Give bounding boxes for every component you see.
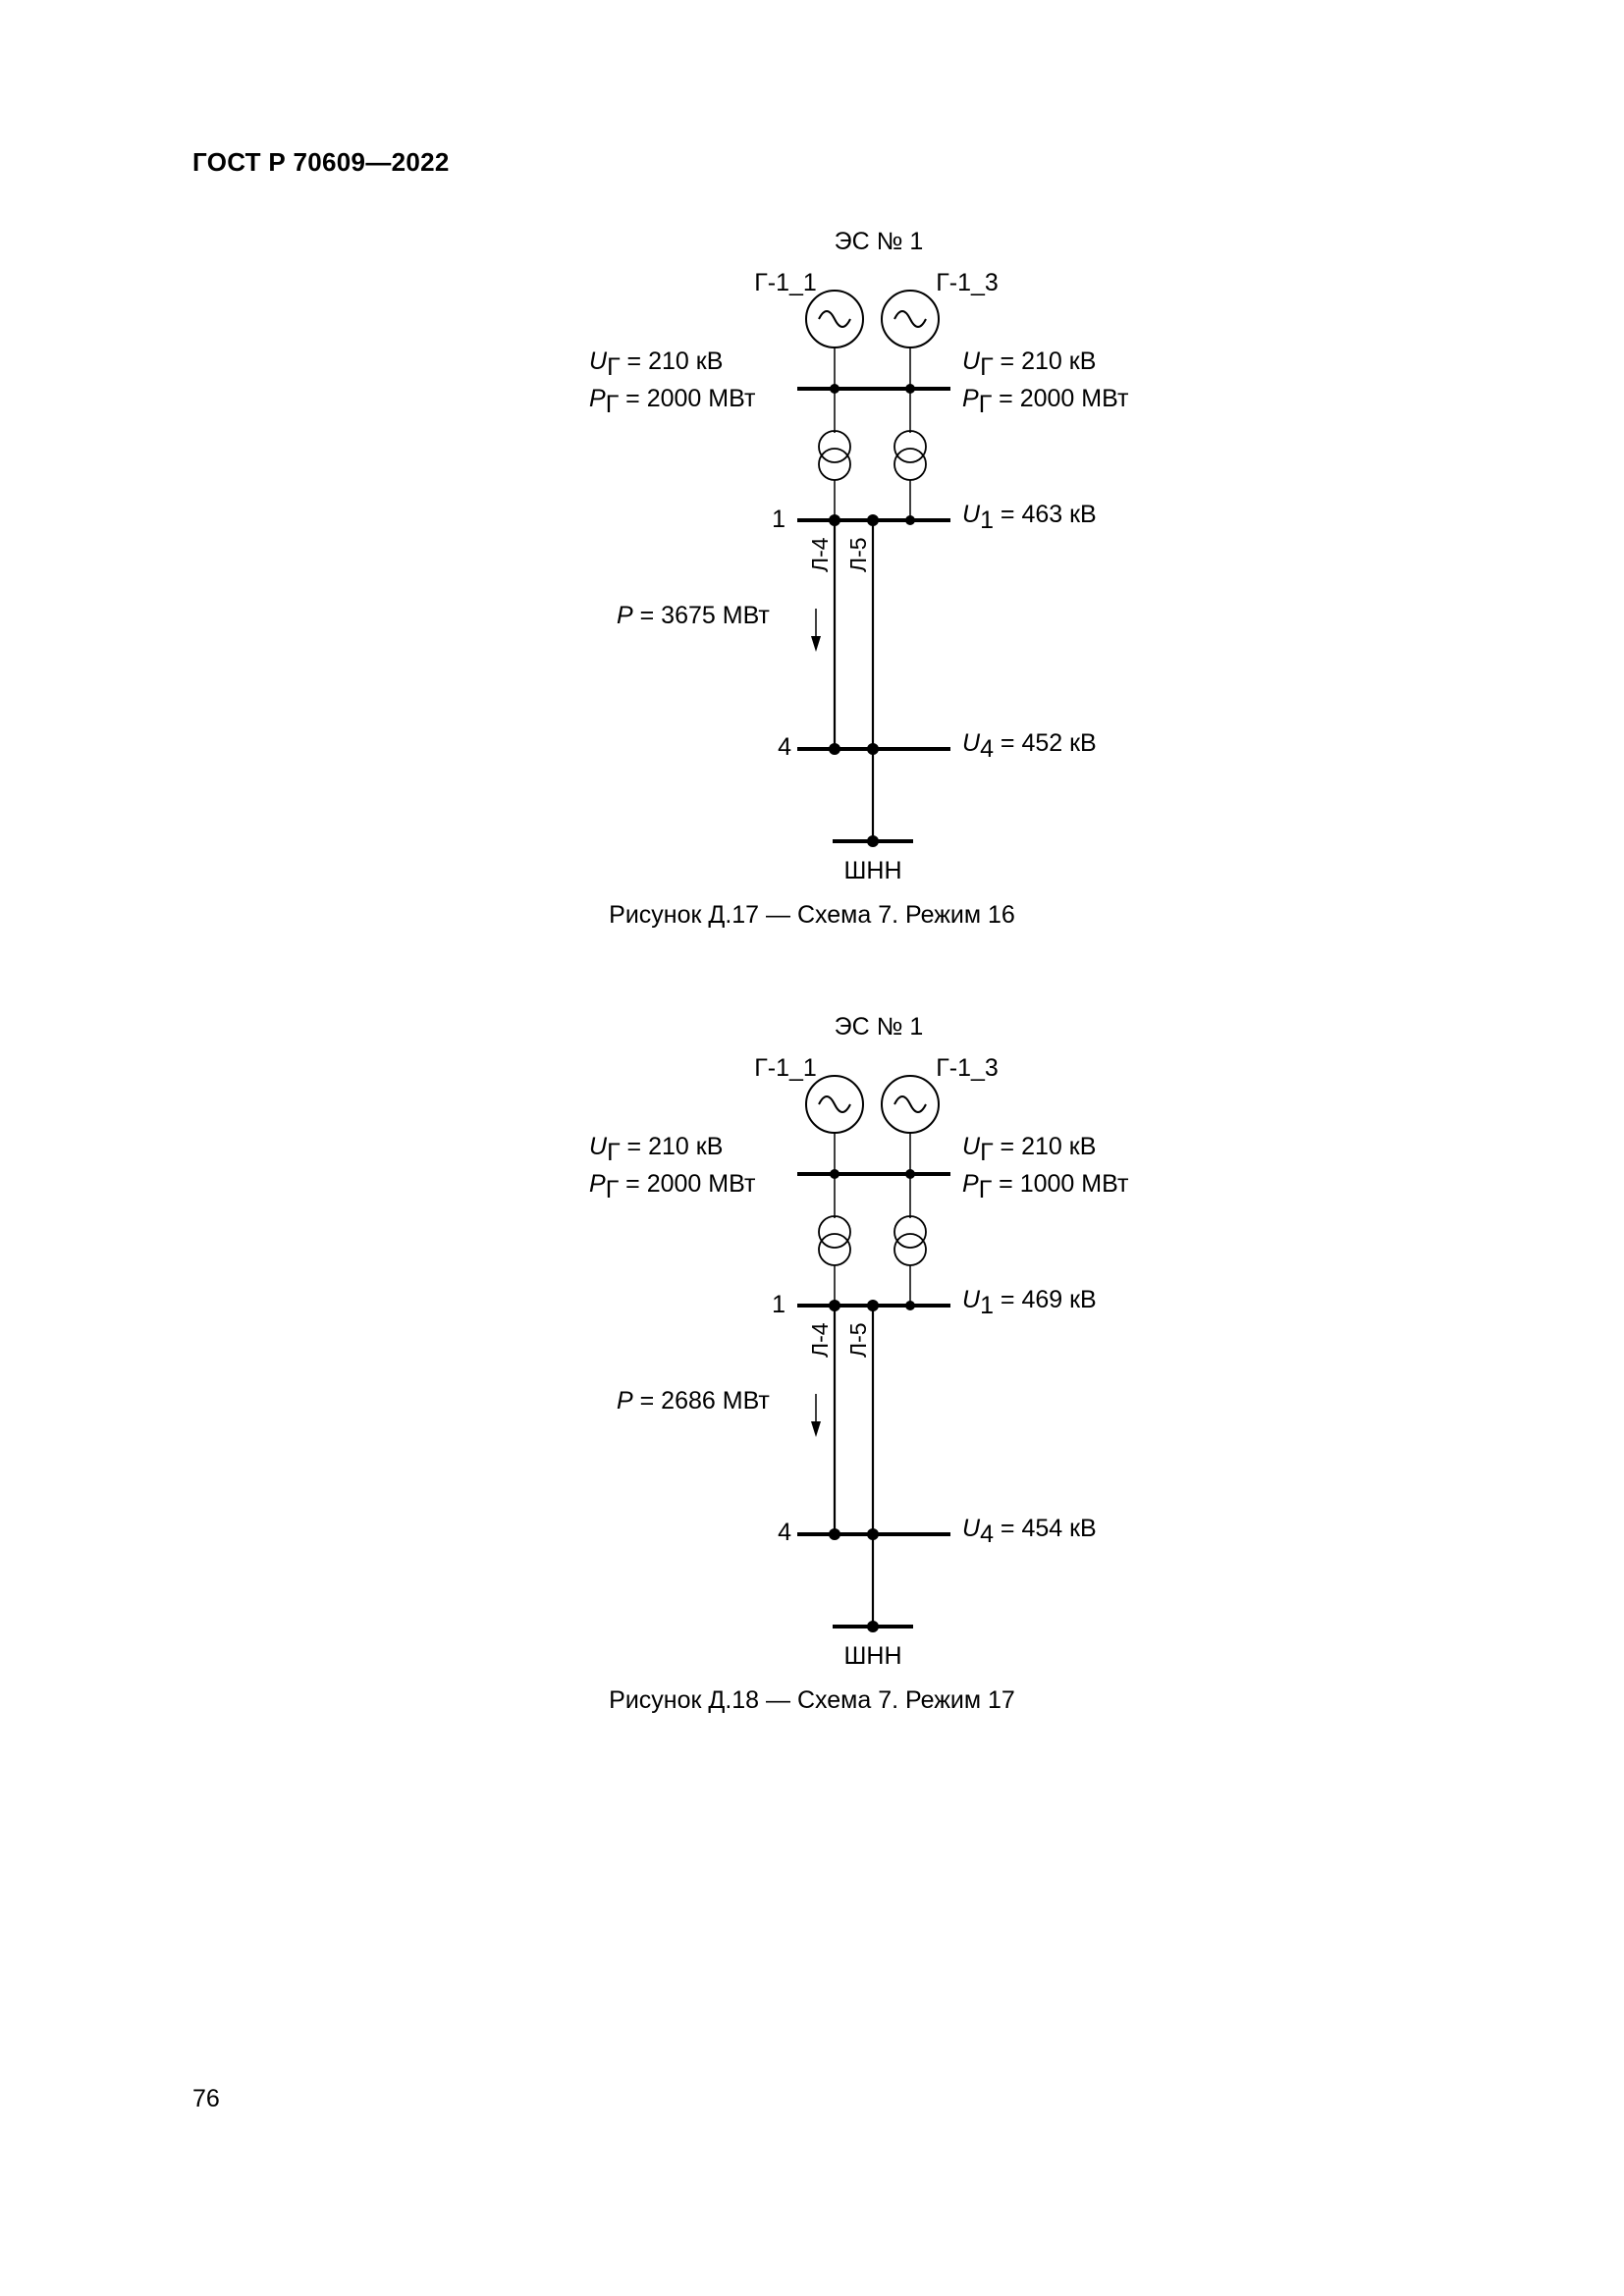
node-4-label: 4 (778, 733, 791, 761)
low-voltage-bus-label: ШНН (843, 857, 901, 884)
node-1-label: 1 (772, 506, 785, 533)
figure-d18: ЭС № 1 Г-1_1 Г-1_3 UГ = 210 кВ PГ = 2000… (0, 785, 1624, 1548)
left-generator-voltage: UГ = 210 кВ (589, 1133, 723, 1166)
left-generator-voltage: UГ = 210 кВ (589, 347, 723, 381)
right-generator-power: PГ = 1000 МВт (962, 1170, 1129, 1203)
generator-icon-right (881, 1075, 940, 1134)
node-1-voltage: U1 = 469 кВ (962, 1286, 1097, 1319)
generator-icon-left (805, 290, 864, 348)
left-generator-power: PГ = 2000 МВт (589, 385, 756, 418)
right-generator-voltage: UГ = 210 кВ (962, 1133, 1096, 1166)
line-l4-label: Л-4 (807, 1322, 833, 1358)
transformer-icon-left (818, 430, 851, 481)
power-flow-arrow-icon (811, 1394, 821, 1437)
node-1-voltage: U1 = 463 кВ (962, 501, 1097, 534)
power-flow-label: P = 3675 МВт (617, 602, 770, 629)
scheme-diagram-lower: ШНН (833, 746, 913, 884)
node-4-voltage: U4 = 452 кВ (962, 729, 1097, 763)
node-1-label: 1 (772, 1291, 785, 1318)
left-generator-power: PГ = 2000 МВт (589, 1170, 756, 1203)
figure-caption: Рисунок Д.17 — Схема 7. Режим 16 (609, 901, 1015, 929)
generator-label-left: Г-1_1 (754, 1054, 817, 1082)
node-4-label: 4 (778, 1519, 791, 1546)
transformer-icon-right (893, 1215, 927, 1266)
line-l5-label: Л-5 (845, 537, 871, 572)
generator-icon-right (881, 290, 940, 348)
generator-label-right: Г-1_3 (936, 269, 999, 296)
station-label: ЭС № 1 (835, 1013, 924, 1041)
scheme-diagram: ЭС № 1 Г-1_1 Г-1_3 UГ = 210 кВ PГ = 2000… (589, 228, 1129, 763)
station-label: ЭС № 1 (835, 228, 924, 255)
transformer-icon-right (893, 430, 927, 481)
power-flow-arrow-icon (811, 609, 821, 652)
generator-label-left: Г-1_1 (754, 269, 817, 296)
scheme-diagram: ЭС № 1 Г-1_1 Г-1_3 UГ = 210 кВ PГ = 2000… (589, 1013, 1129, 1548)
figure-d17-lower: ШНН (0, 746, 1624, 942)
figure-d17: ЭС № 1 Г-1_1 Г-1_3 UГ = 210 кВ PГ = 2000… (0, 0, 1624, 763)
line-l4-label: Л-4 (807, 537, 833, 572)
document-header: ГОСТ Р 70609—2022 (192, 147, 450, 177)
line-l5-label: Л-5 (845, 1322, 871, 1358)
low-voltage-bus-label: ШНН (843, 1642, 901, 1670)
scheme-diagram-lower: ШНН (833, 1531, 913, 1670)
generator-label-right: Г-1_3 (936, 1054, 999, 1082)
power-flow-label: P = 2686 МВт (617, 1387, 770, 1415)
page-number: 76 (192, 2085, 220, 2112)
generator-icon-left (805, 1075, 864, 1134)
right-generator-voltage: UГ = 210 кВ (962, 347, 1096, 381)
figure-d18-lower: ШНН (0, 1531, 1624, 1728)
right-generator-power: PГ = 2000 МВт (962, 385, 1129, 418)
node-4-voltage: U4 = 454 кВ (962, 1515, 1097, 1548)
figure-caption: Рисунок Д.18 — Схема 7. Режим 17 (609, 1686, 1015, 1714)
transformer-icon-left (818, 1215, 851, 1266)
